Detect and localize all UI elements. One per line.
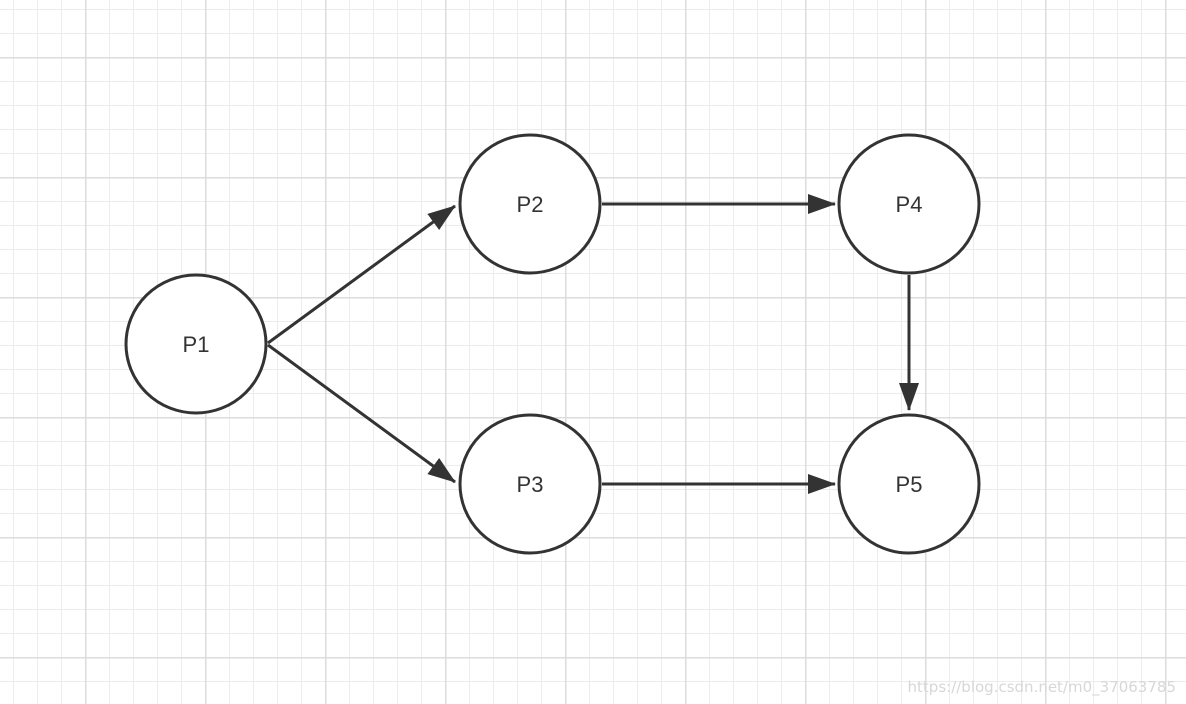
node-p4-label: P4 bbox=[896, 192, 923, 217]
node-p5-circle bbox=[837, 413, 981, 555]
node-p3[interactable]: P3 bbox=[458, 413, 602, 555]
watermark-text: https://blog.csdn.net/m0_37063785 bbox=[907, 678, 1176, 696]
node-p3-label: P3 bbox=[517, 472, 544, 497]
node-p5[interactable]: P5 bbox=[837, 413, 981, 555]
node-p4-circle bbox=[837, 133, 981, 275]
node-p3-circle bbox=[458, 413, 602, 555]
node-p2[interactable]: P2 bbox=[458, 133, 602, 275]
node-p4[interactable]: P4 bbox=[837, 133, 981, 275]
node-p2-label: P2 bbox=[517, 192, 544, 217]
edge-p1-p2 bbox=[267, 204, 456, 345]
node-p1[interactable]: P1 bbox=[124, 273, 268, 415]
node-p1-label: P1 bbox=[183, 332, 210, 357]
node-p2-circle bbox=[458, 133, 602, 275]
edge-p1-p3 bbox=[267, 343, 456, 484]
node-p1-circle bbox=[124, 273, 268, 415]
node-p5-label: P5 bbox=[896, 472, 923, 497]
